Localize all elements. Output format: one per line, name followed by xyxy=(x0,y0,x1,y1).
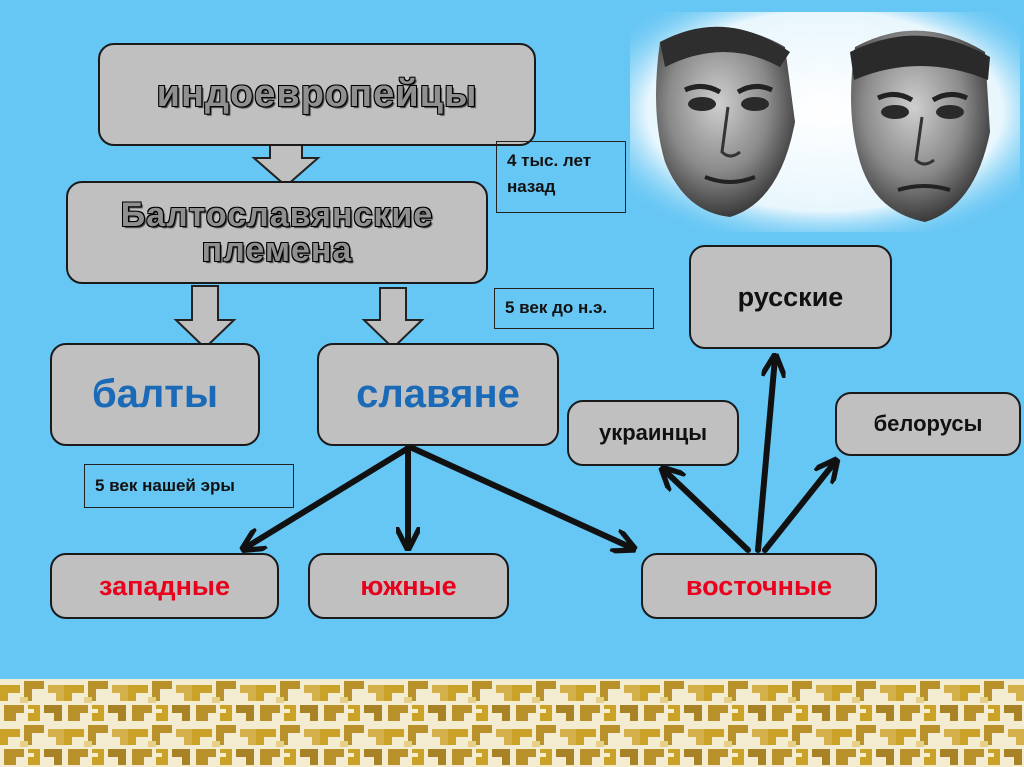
node-slavs: славяне xyxy=(317,343,559,446)
note-4k-line2: назад xyxy=(507,177,556,197)
arrow-to-ukrainians xyxy=(664,470,751,553)
node-balts: балты xyxy=(50,343,260,446)
face-left xyxy=(656,26,795,218)
node-southern: южные xyxy=(308,553,509,619)
block-arrow-to-slavs xyxy=(361,287,425,350)
node-ukrainians-label: украинцы xyxy=(598,420,708,445)
node-eastern-label: восточные xyxy=(685,570,833,601)
node-balto-slavic-line2: племена xyxy=(201,230,353,269)
node-balts-label: балты xyxy=(91,372,219,416)
node-eastern: восточные xyxy=(641,553,877,619)
block-arrow-to-balts xyxy=(173,285,237,350)
node-indo-europeans: индоевропейцы xyxy=(98,43,536,146)
node-indo-europeans-label: индоевропейцы xyxy=(156,73,478,115)
arrow-to-russians xyxy=(755,358,775,553)
note-5th-century-ad: 5 век нашей эры xyxy=(84,464,294,508)
note-4k-line1: 4 тыс. лет xyxy=(507,151,592,170)
node-western: западные xyxy=(50,553,279,619)
ancient-faces-image xyxy=(630,12,1020,232)
ornament-band xyxy=(0,679,1024,767)
arrow-to-eastern xyxy=(407,444,632,548)
node-russians: русские xyxy=(689,245,892,349)
note-bc-text: 5 век до н.э. xyxy=(505,298,608,318)
node-russians-label: русские xyxy=(737,281,844,312)
node-belarusians-label: белорусы xyxy=(873,411,983,436)
node-southern-label: южные xyxy=(360,570,457,601)
face-right xyxy=(850,30,990,222)
note-4k-years-ago: 4 тыс. лет назад xyxy=(496,141,626,213)
node-western-label: западные xyxy=(99,570,230,601)
note-ad-text: 5 век нашей эры xyxy=(95,475,235,495)
node-balto-slavic-line1: Балтославянские xyxy=(120,195,434,234)
node-belarusians: белорусы xyxy=(835,392,1021,456)
arrow-to-belarusians xyxy=(762,462,835,553)
node-slavs-label: славяне xyxy=(356,372,520,416)
arrow-to-western xyxy=(245,444,413,548)
node-balto-slavic: Балтославянские племена xyxy=(66,181,488,284)
node-ukrainians: украинцы xyxy=(567,400,739,466)
note-5th-century-bc: 5 век до н.э. xyxy=(494,288,654,329)
